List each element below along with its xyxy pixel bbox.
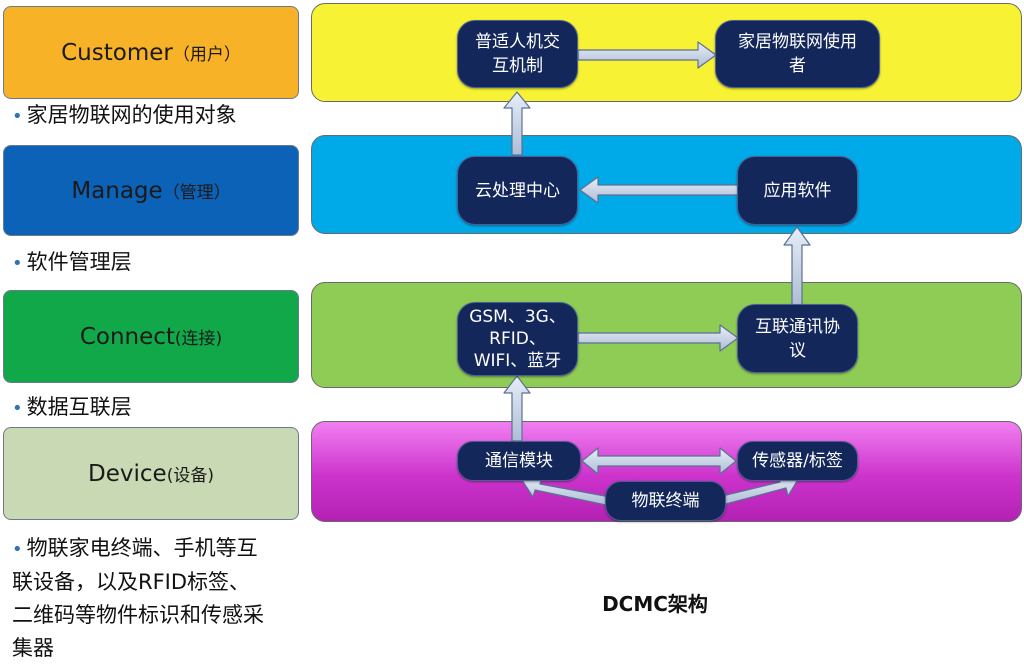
node-app-label: 应用软件 — [763, 180, 832, 201]
desc-manage: •软件管理层 — [12, 246, 132, 280]
bullet-icon: • — [12, 106, 23, 127]
node-sensor: 传感器/标签 — [737, 441, 858, 481]
node-terminal-label: 物联终端 — [631, 491, 700, 511]
node-cloud-label: 云处理中心 — [475, 180, 560, 201]
bullet-icon: • — [12, 253, 23, 274]
bullet-icon: • — [12, 539, 23, 560]
desc-device-line-2: 联设备，以及RFID标签、 — [12, 570, 251, 594]
layer-device-cn: (设备) — [166, 466, 214, 486]
diagram-caption: DCMC架构 — [602, 592, 708, 616]
node-app: 应用软件 — [737, 156, 858, 225]
node-network-line-1: GSM、3G、 — [469, 307, 566, 327]
desc-device-text-1: 物联家电终端、手机等互 — [26, 536, 258, 560]
desc-device-line-4: 集器 — [12, 636, 54, 660]
node-protocol-label: 互联通讯协 议 — [755, 315, 840, 363]
node-protocol: 互联通讯协 议 — [737, 304, 858, 373]
layer-customer-en: Customer — [61, 39, 173, 66]
layer-manage-cn: （管理） — [162, 183, 231, 203]
layer-manage-en: Manage — [71, 177, 163, 204]
node-network-line-2: RFID、 — [489, 329, 546, 349]
arrow-protocol-to-app — [783, 226, 811, 306]
arrow-app-to-cloud — [579, 176, 739, 204]
arrow-network-to-protocol — [577, 324, 739, 352]
layer-customer-cn: （用户） — [172, 45, 241, 65]
node-network-line-3: WIFI、蓝牙 — [473, 351, 562, 371]
node-user-label: 家居物联网使用 者 — [738, 30, 857, 78]
node-hci: 普适人机交 互机制 — [457, 20, 578, 88]
desc-device-line-1: •物联家电终端、手机等互 — [12, 532, 302, 566]
arrow-hci-to-user — [577, 41, 717, 69]
node-user-line-2: 者 — [789, 56, 806, 76]
node-cloud: 云处理中心 — [457, 156, 578, 225]
desc-connect-text: 数据互联层 — [26, 395, 132, 419]
node-protocol-line-1: 互联通讯协 — [755, 316, 840, 337]
layer-connect-cn: (连接) — [174, 329, 223, 349]
desc-customer-text: 家居物联网的使用对象 — [26, 103, 237, 127]
node-comm: 通信模块 — [457, 441, 581, 481]
desc-customer: •家居物联网的使用对象 — [12, 99, 237, 133]
node-hci-line-2: 互机制 — [492, 56, 543, 76]
node-user-line-1: 家居物联网使用 — [738, 32, 857, 52]
node-sensor-label: 传感器/标签 — [752, 451, 843, 471]
layer-manage: Manage （管理） — [3, 145, 299, 236]
node-network-label: GSM、3G、 RFID、 WIFI、蓝牙 — [469, 306, 566, 372]
layer-connect-en: Connect — [79, 323, 175, 350]
layer-device: Device (设备) — [3, 427, 299, 520]
node-user: 家居物联网使用 者 — [715, 20, 880, 88]
node-protocol-line-2: 议 — [789, 340, 806, 361]
desc-connect: •数据互联层 — [12, 391, 132, 425]
layer-device-en: Device — [88, 460, 167, 487]
arrow-cloud-to-hci — [503, 91, 531, 156]
arrow-comm-to-network — [503, 375, 531, 442]
node-hci-label: 普适人机交 互机制 — [475, 30, 560, 78]
arrow-terminal-to-comm — [519, 475, 611, 506]
layer-customer: Customer （用户） — [3, 6, 299, 99]
layer-connect: Connect (连接) — [3, 290, 299, 383]
arrow-comm-sensor-bidirectional — [581, 447, 737, 475]
desc-manage-text: 软件管理层 — [26, 250, 132, 274]
node-network: GSM、3G、 RFID、 WIFI、蓝牙 — [457, 302, 578, 376]
node-comm-label: 通信模块 — [485, 451, 553, 471]
desc-device-line-3: 二维码等物件标识和传感采 — [12, 603, 264, 627]
node-terminal: 物联终端 — [605, 481, 726, 521]
node-hci-line-1: 普适人机交 — [475, 32, 560, 52]
desc-device: •物联家电终端、手机等互 联设备，以及RFID标签、 二维码等物件标识和传感采 … — [12, 532, 302, 665]
bullet-icon: • — [12, 398, 23, 419]
